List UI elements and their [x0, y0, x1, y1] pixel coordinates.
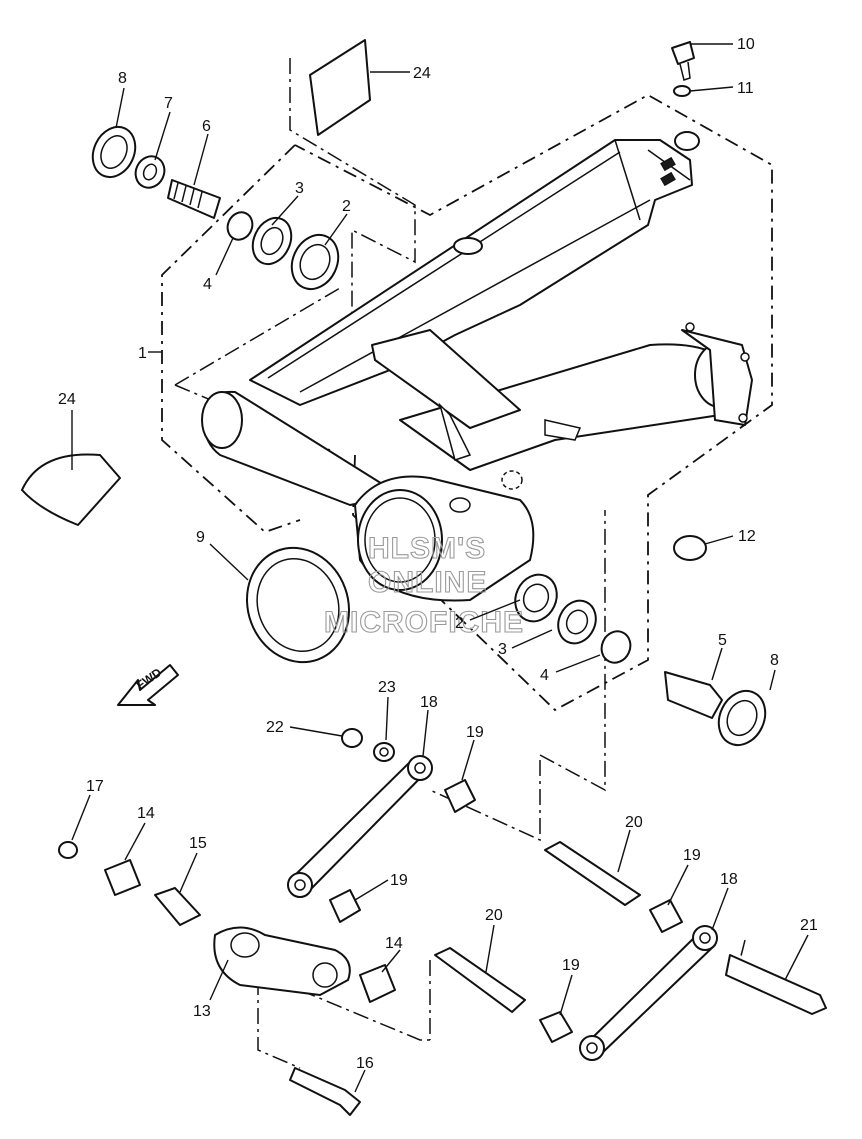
bearing-parts [21, 39, 767, 747]
callout-5: 5 [718, 632, 727, 649]
callout-19-right: 19 [683, 847, 701, 864]
callout-6: 6 [202, 118, 211, 135]
callout-17: 17 [86, 778, 104, 795]
callout-2-lower: 2 [455, 615, 464, 632]
callout-12: 12 [738, 528, 756, 545]
callout-19-bottom: 19 [562, 957, 580, 974]
callout-11: 11 [737, 80, 754, 97]
callout-4-lower: 4 [540, 667, 549, 684]
callout-9: 9 [196, 529, 205, 546]
callout-8-lower: 8 [770, 652, 779, 669]
leader-lines [71, 43, 809, 1093]
callout-18-lower: 18 [720, 871, 738, 888]
swingarm-body [201, 131, 753, 602]
assembly-boundary [161, 58, 773, 1069]
callout-23: 23 [378, 679, 396, 696]
linkage-parts [58, 728, 827, 1116]
watermark: HLSM'S ONLINE MICROFICHE [323, 531, 524, 639]
callout-20-lower: 20 [485, 907, 503, 924]
callout-13: 13 [193, 1003, 211, 1020]
callout-24-upper: 24 [413, 65, 431, 82]
callout-20-upper: 20 [625, 814, 643, 831]
watermark-line-3: MICROFICHE [324, 606, 524, 639]
callout-24-left: 24 [58, 391, 76, 408]
fwd-direction-arrow: FWD [117, 664, 179, 706]
callout-15: 15 [189, 835, 207, 852]
callout-18-upper: 18 [420, 694, 438, 711]
callout-21: 21 [800, 917, 818, 934]
callout-16: 16 [356, 1055, 374, 1072]
callout-1: 1 [138, 345, 147, 362]
callout-10: 10 [737, 36, 755, 53]
callout-22: 22 [266, 719, 284, 736]
callout-3-upper: 3 [295, 180, 304, 197]
callout-7: 7 [164, 95, 173, 112]
callout-14-right: 14 [385, 935, 403, 952]
callout-2-upper: 2 [342, 198, 351, 215]
callout-labels: 8 7 6 3 2 4 24 1 10 11 24 9 12 2 3 4 5 8… [58, 36, 818, 1072]
callout-19-center: 19 [390, 872, 408, 889]
callout-3-lower: 3 [498, 641, 507, 658]
watermark-line-2: ONLINE [368, 566, 487, 599]
callout-19-upper: 19 [466, 724, 484, 741]
callout-14-left: 14 [137, 805, 155, 822]
callout-4-upper: 4 [203, 276, 212, 293]
callout-8-upper: 8 [118, 70, 127, 87]
watermark-line-1: HLSM'S [368, 532, 486, 565]
